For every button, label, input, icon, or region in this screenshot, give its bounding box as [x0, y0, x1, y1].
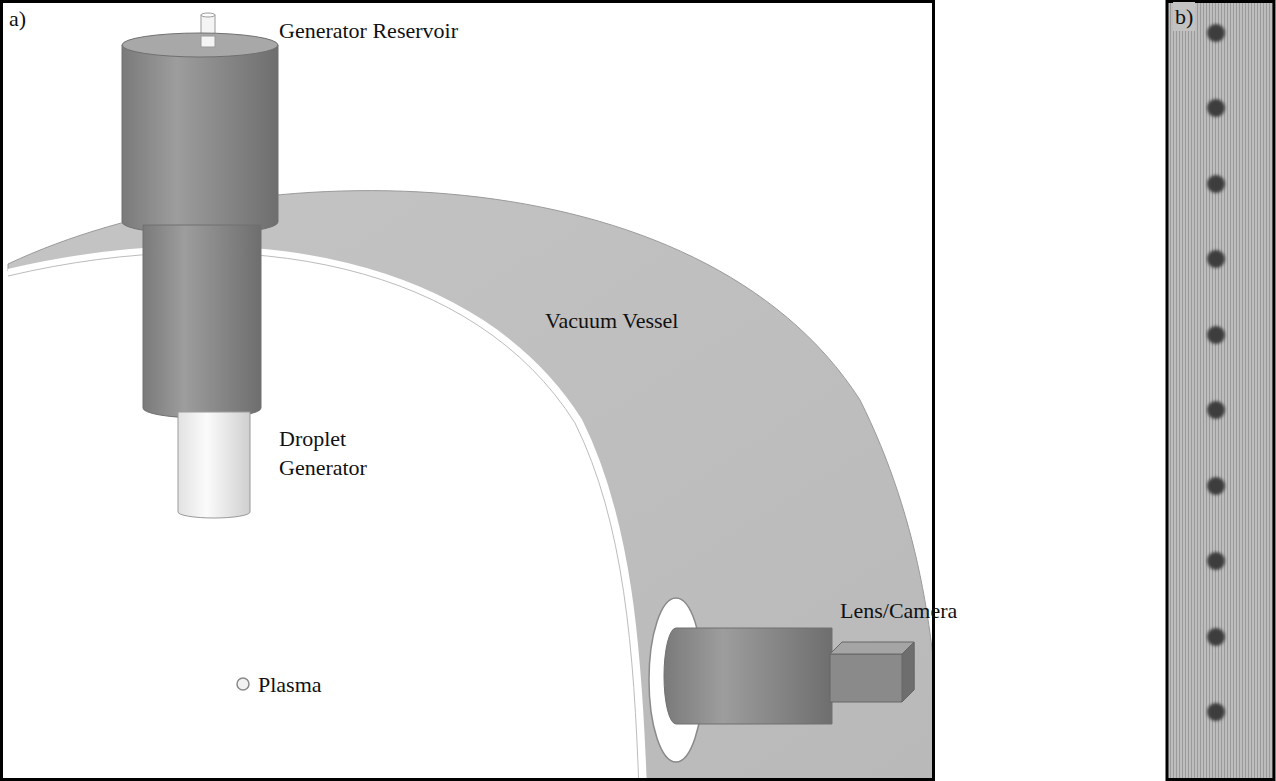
part-label: Droplet Generator	[279, 424, 399, 482]
plasma-dot	[237, 678, 249, 690]
reservoir-cylinder	[122, 45, 278, 234]
feed-rod	[201, 36, 215, 47]
panel-letter: a)	[9, 4, 26, 33]
lens-cylinder	[664, 628, 832, 724]
feed-rod	[201, 15, 215, 47]
generator-cylinder	[143, 225, 261, 418]
panel-border	[1167, 2, 1274, 780]
camera-body	[830, 642, 914, 702]
part-label: Generator Reservoir	[279, 16, 458, 45]
vacuum-vessel	[8, 191, 932, 778]
camera-body	[830, 642, 914, 654]
reservoir-cylinder	[122, 33, 278, 57]
part-label: Lens/Camera	[840, 596, 957, 625]
part-label: Plasma	[258, 670, 322, 699]
feed-rod	[201, 13, 215, 17]
vessel-inner-edge	[8, 253, 639, 778]
panel-border	[2, 2, 934, 780]
droplet-generator-cylinder	[178, 412, 250, 518]
part-label: Vacuum Vessel	[545, 306, 678, 335]
droplet-train	[1207, 24, 1225, 721]
panel-letter: b)	[1173, 2, 1195, 31]
droplet-photo	[1167, 2, 1274, 780]
